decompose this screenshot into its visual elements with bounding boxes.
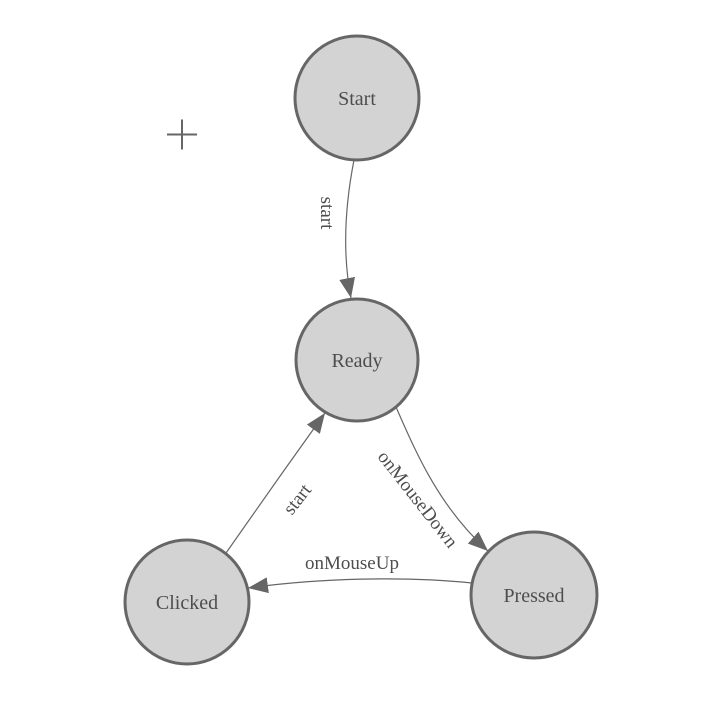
crosshair-icon [167,119,197,150]
state-label-clicked: Clicked [156,592,218,614]
edge-line-ready-pressed[interactable] [395,406,489,552]
state-node-start[interactable]: Start [293,34,421,162]
transition-edge-ready-pressed: onMouseDown [373,406,489,553]
edge-label-ready-pressed: onMouseDown [373,447,462,553]
edge-label-start-ready: start [316,197,337,230]
state-circle-clicked[interactable] [123,538,251,666]
state-node-ready[interactable]: Ready [294,297,420,423]
state-circle-start[interactable] [293,34,421,162]
edge-line-clicked-ready[interactable] [225,412,326,554]
edge-line-pressed-clicked[interactable] [247,577,473,594]
edge-label-pressed-clicked: onMouseUp [305,553,399,574]
transition-edge-clicked-ready: start [225,412,326,554]
edge-line-start-ready[interactable] [339,159,356,299]
state-circle-pressed[interactable] [469,530,599,660]
state-label-start: Start [338,88,376,110]
state-label-pressed: Pressed [503,585,564,607]
state-circle-ready[interactable] [294,297,420,423]
transition-edge-pressed-clicked: onMouseUp [247,553,473,594]
state-label-ready: Ready [331,350,382,372]
edge-label-clicked-ready: start [279,480,316,519]
state-node-clicked[interactable]: Clicked [123,538,251,666]
transition-edge-start-ready: start [316,159,356,299]
state-node-pressed[interactable]: Pressed [469,530,599,660]
